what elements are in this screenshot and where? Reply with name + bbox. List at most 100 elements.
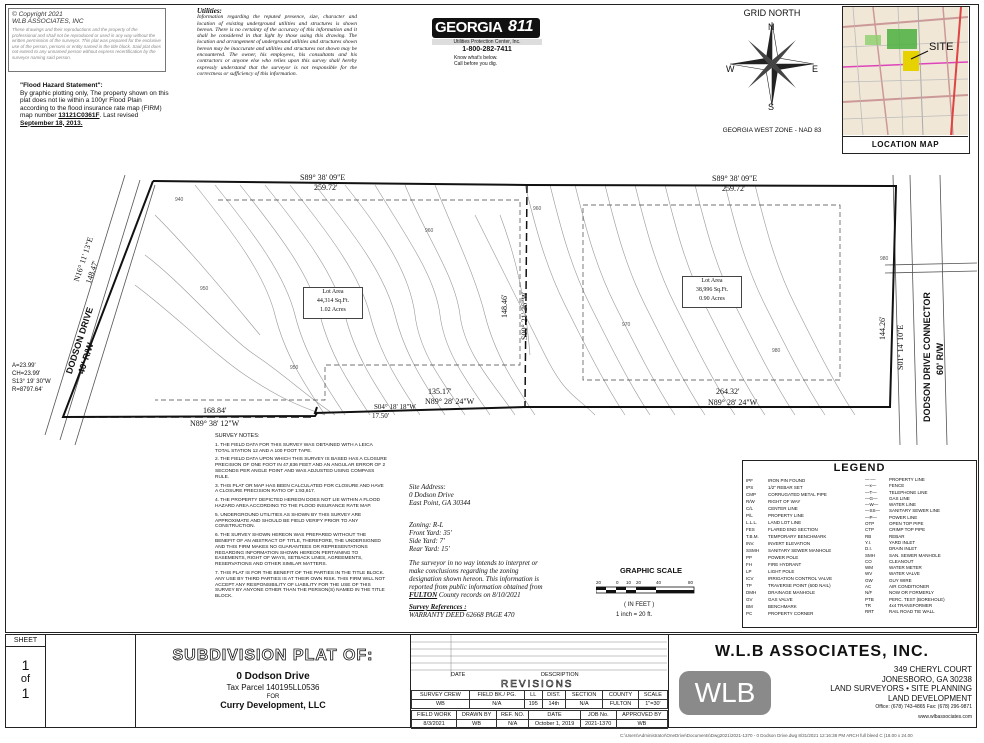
legend-symbol: GW [865, 577, 873, 583]
legend-symbol: —G— [865, 495, 878, 501]
legend-row: D.I.DRAIN INLET [865, 546, 975, 552]
legend-description: FLARED END SECTION [768, 527, 818, 532]
utilities-body: Information regarding the reputed presen… [197, 14, 357, 77]
ga811-number: 811 [508, 18, 534, 35]
value-ll: 195 [523, 699, 543, 709]
header-ref-no: REF. NO. [495, 710, 530, 720]
top-distance-left: 259.72' [314, 183, 338, 192]
survey-note: 2. THE FIELD DATA UPON WHICH THIS SURVEY… [215, 457, 387, 480]
copyright-line: © Copyright 2021 [12, 11, 63, 18]
legend-description: PROPERTY CORNER [768, 611, 814, 616]
contour-label-8: 980 [880, 256, 889, 262]
seal-cell [46, 635, 136, 727]
bottom-left-distance: 168.84' [203, 406, 227, 415]
legend-description: CENTER LINE [768, 506, 798, 511]
legend-symbol: PC [746, 611, 753, 616]
legend-description: NOW OR FORMERLY [889, 590, 934, 596]
grid-north-title: GRID NORTH [743, 8, 801, 18]
legend-description: GAS LINE [889, 495, 910, 501]
survey-note: 6. THE SURVEY SHOWN HEREON WAS PREPARED … [215, 533, 381, 568]
contour-label-5: 960 [533, 206, 542, 212]
legend-symbol: IPF [746, 478, 754, 483]
bottom-right-bearing: N89° 28' 24"W [708, 398, 758, 407]
road-lines [44, 174, 977, 446]
flood-body: By graphic plotting only, The property s… [20, 89, 169, 120]
contour-lines [134, 184, 856, 416]
legend-description: POWER LINE [889, 514, 918, 520]
zoning-county: FULTON [409, 591, 438, 599]
north-arrow: GRID NORTH N S W E GEORGIA WEST ZONE - N… [712, 6, 832, 134]
graphic-scale-title: GRAPHIC SCALE [619, 566, 683, 575]
legend-description: REBAR [889, 533, 905, 539]
client-name: Curry Development, LLC [220, 700, 326, 710]
header-scale: SCALE [637, 690, 669, 700]
legend-symbol: WM [865, 565, 873, 571]
sheet-of: of [20, 673, 31, 685]
legend-right-column: —·—PROPERTY LINE—x—FENCE—T—TELEPHONE LIN… [865, 477, 975, 616]
scale-tick: 40 [656, 580, 662, 585]
contour-label-1: 940 [175, 197, 184, 203]
road-right-rw: 60' R/W [935, 342, 945, 375]
compass-s: S [768, 102, 775, 112]
survey-note: 5. UNDERGROUND UTILITIES AS SHOWN BY THI… [215, 512, 362, 530]
location-map-title: LOCATION MAP [843, 136, 968, 153]
legend-row: —x—FENCE [865, 483, 975, 489]
lot-2-sqft: 38,996 Sq.Ft. [695, 287, 729, 293]
legend-symbol: PP [746, 555, 753, 560]
utilities-title: Utilities: [197, 7, 222, 15]
scale-unit: ( IN FEET ) [624, 602, 655, 608]
flood-map-number: 13121C0361F [58, 112, 100, 119]
utilities-note: Utilities: Information regarding the rep… [197, 7, 357, 77]
value-field-work: 8/3/2021 [410, 719, 458, 729]
lot-1-sqft: 44,314 Sq.Ft. [316, 298, 350, 304]
header-approved-by: APPROVED BY [615, 710, 669, 720]
rear-yard: Rear Yard: 15' [409, 545, 450, 553]
middle-bearing: S00° 21' 36"W [520, 292, 529, 340]
legend-row: —SS—SANITARY SEWER LINE [865, 508, 975, 514]
legend-description: PROPERTY LINE [889, 477, 925, 482]
site-info: Site Address: 0 Dodson Drive East Point,… [409, 483, 549, 619]
legend-symbol: BM [746, 604, 753, 609]
lot-1-area: Lot Area 44,314 Sq.Ft. 1.02 Acres [303, 287, 363, 319]
lot-1-acres: 1.02 Acres [320, 307, 346, 313]
legend-symbol: Y.I. [865, 539, 872, 545]
legend-symbol: FES [746, 527, 755, 532]
legend-description: IRRIGATION CONTROL VALVE [768, 576, 833, 581]
flood-statement: "Flood Hazard Statement": By graphic plo… [20, 82, 169, 127]
legend-symbol: WV [865, 571, 873, 577]
legend-description: WATER VALVE [889, 571, 920, 577]
firm-cell: W.L.B ASSOCIATES, INC. WLB 349 CHERYL CO… [669, 635, 975, 727]
legend-title: LEGEND [833, 462, 886, 474]
top-bearing-left: S89° 38' 09"E [300, 173, 346, 182]
firm-address-2: JONESBORO, GA 30238 [881, 674, 972, 684]
curve-arc: A=23.99' [12, 363, 36, 369]
legend-symbol: CMP [746, 492, 756, 497]
firm-services-2: LAND DEVELOPMENT [887, 693, 972, 703]
legend-symbol: RRT [865, 609, 875, 615]
location-map-image [843, 7, 968, 135]
compass-e: E [812, 64, 819, 74]
plat-drawing [44, 174, 977, 446]
title-block: SHEET 1 of 1 SUBDIVISION PLAT OF: 0 Dods… [5, 634, 977, 729]
value-survey-crew: WB [411, 699, 470, 709]
legend-description: 4x4 TRANSFORMER [889, 602, 933, 608]
legend-description: WATER LINE [889, 502, 917, 508]
property-boundary [61, 180, 898, 419]
flood-revised-label: Last revised [103, 112, 139, 119]
survey-note: 1. THE FIELD DATA FOR THIS SURVEY WAS OB… [215, 442, 373, 454]
site-marker-label: SITE [929, 41, 954, 53]
legend-symbol: SMH [865, 552, 875, 558]
value-district: 14th [541, 699, 566, 709]
site-address-line1: 0 Dodson Drive [409, 491, 454, 499]
firm-address-1: 349 CHERYL COURT [893, 665, 972, 674]
legend-description: PROPERTY LINE [768, 513, 804, 518]
curve-bearing: S13° 19' 30"W [12, 379, 51, 385]
legend-row: —T—TELEPHONE LINE [865, 490, 975, 496]
